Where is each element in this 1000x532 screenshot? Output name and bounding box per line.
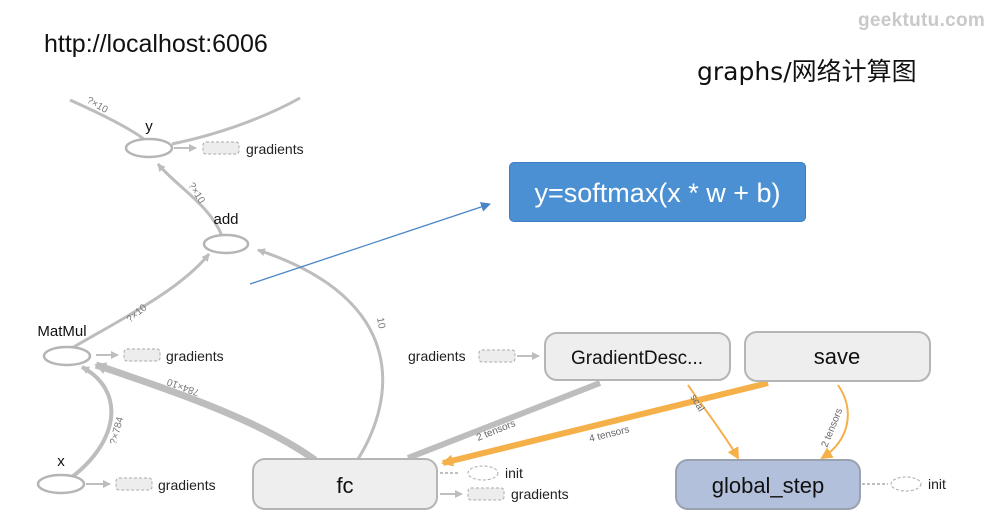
- aux-gradients-gd[interactable]: gradients: [408, 348, 540, 364]
- edge-top-in-left: [69, 98, 146, 142]
- aux-init-global-step[interactable]: init: [862, 476, 946, 492]
- edge-x-to-matmul: [70, 365, 114, 479]
- edge-label-save-to-global: 2 tensors: [820, 407, 846, 449]
- node-gradient-descent-label: GradientDesc...: [571, 348, 703, 369]
- watermark: geektutu.com: [858, 10, 986, 31]
- aux-init-fc-label: init: [505, 465, 523, 481]
- node-save-label: save: [814, 344, 860, 369]
- node-fc-label: fc: [336, 473, 353, 498]
- node-matmul[interactable]: MatMul: [37, 323, 92, 367]
- node-x[interactable]: x: [36, 453, 86, 495]
- node-add[interactable]: add: [202, 211, 250, 255]
- node-x-label: x: [57, 453, 65, 470]
- node-fc[interactable]: fc: [252, 458, 438, 510]
- aux-gradients-x[interactable]: gradients: [86, 477, 216, 493]
- edge-top-right: [171, 96, 301, 146]
- aux-gradients-matmul-label: gradients: [166, 348, 224, 364]
- edge-label-fc-to-add: 10: [374, 317, 387, 330]
- formula-box: y=softmax(x * w + b): [509, 162, 806, 222]
- aux-gradients-fc-label: gradients: [511, 486, 569, 502]
- aux-gradients-matmul[interactable]: gradients: [96, 348, 224, 364]
- node-save[interactable]: save: [744, 331, 931, 382]
- section-title: graphs/网络计算图: [697, 57, 917, 86]
- edge-add-to-y: [156, 163, 224, 237]
- aux-gradients-fc[interactable]: gradients: [440, 486, 569, 502]
- annotation-arrow: [249, 202, 491, 285]
- aux-gradients-x-label: gradients: [158, 477, 216, 493]
- edge-matmul-to-add: [71, 253, 211, 350]
- aux-init-fc[interactable]: init: [440, 465, 523, 481]
- node-y[interactable]: y: [124, 118, 174, 159]
- edge-save-to-fc: [441, 380, 769, 467]
- aux-init-global-step-label: init: [928, 476, 946, 492]
- edge-fc-to-gd: [406, 380, 602, 461]
- node-matmul-label: MatMul: [37, 323, 86, 340]
- node-global-step[interactable]: global_step: [675, 459, 861, 510]
- node-y-label: y: [145, 118, 153, 135]
- url-text: http://localhost:6006: [44, 30, 268, 58]
- node-add-label: add: [213, 211, 238, 228]
- edge-gd-to-global: [687, 384, 739, 460]
- node-global-step-label: global_step: [712, 473, 825, 498]
- edge-fc-to-matmul: [94, 361, 318, 463]
- aux-gradients-y[interactable]: gradients: [174, 141, 304, 157]
- aux-gradients-gd-label: gradients: [408, 348, 466, 364]
- aux-gradients-y-label: gradients: [246, 141, 304, 157]
- edge-save-to-global: [820, 384, 849, 460]
- edge-fc-to-add: [257, 248, 385, 460]
- node-gradient-descent[interactable]: GradientDesc...: [544, 332, 731, 381]
